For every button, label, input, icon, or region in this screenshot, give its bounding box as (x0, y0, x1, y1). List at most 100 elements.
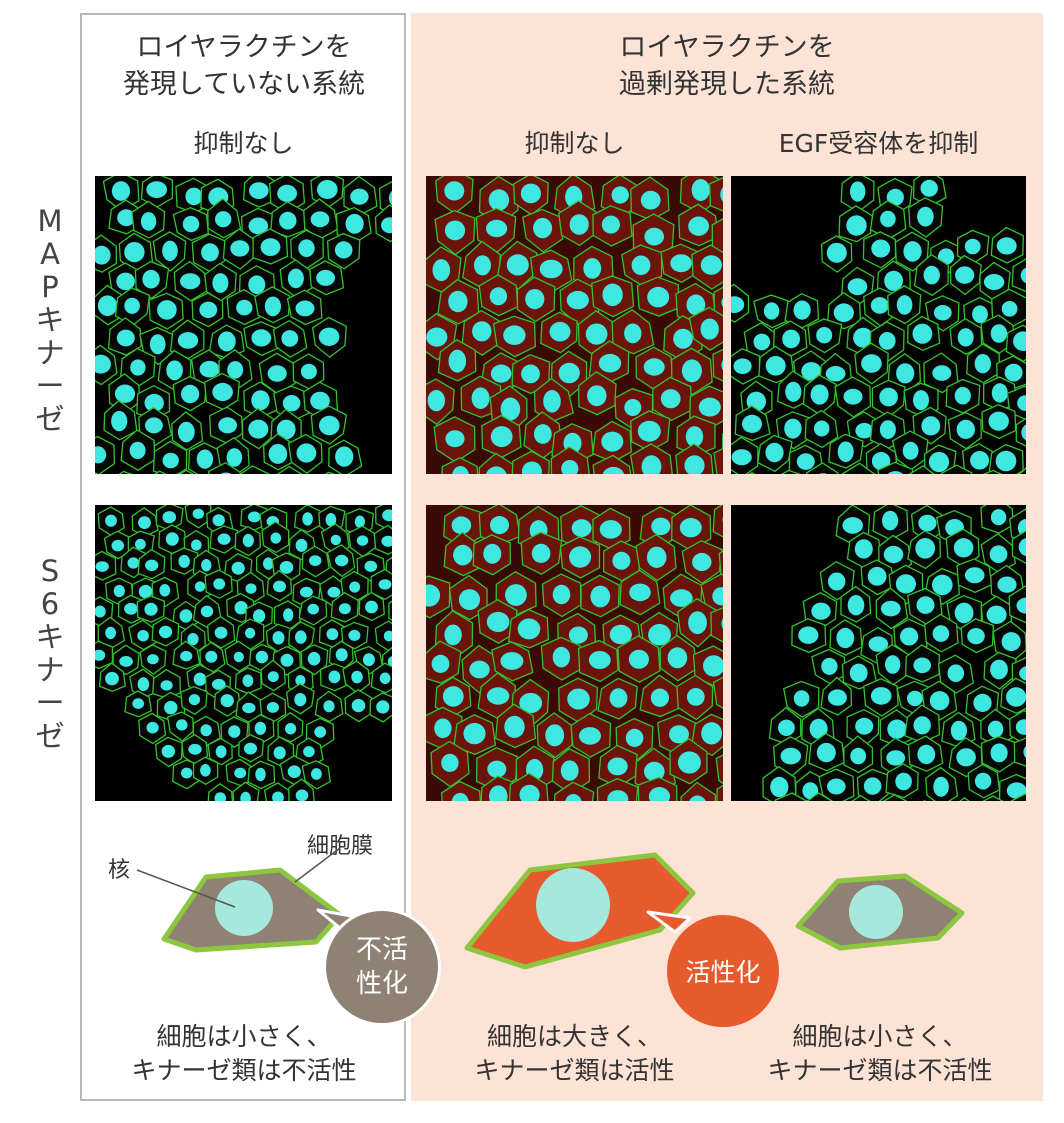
cell-nucleus (95, 561, 109, 572)
cell-nucleus (111, 539, 125, 552)
cell-nucleus (916, 596, 935, 614)
cell-nucleus (302, 512, 313, 526)
cell-nucleus (545, 724, 565, 747)
cell-nucleus (647, 286, 670, 308)
cell-nucleus (986, 605, 1007, 624)
cell-outline (882, 794, 908, 801)
cell-nucleus (953, 538, 974, 558)
cell-nucleus (448, 290, 468, 313)
cell-nucleus (990, 324, 1008, 343)
cell-nucleus (811, 602, 831, 620)
cell-nucleus (912, 323, 933, 344)
cell-nucleus (918, 514, 937, 532)
cell-nucleus (379, 672, 391, 685)
cell-nucleus (146, 181, 167, 198)
cell-nucleus (599, 520, 622, 539)
cell-nucleus (255, 650, 269, 664)
cell-nucleus (345, 213, 364, 234)
cell-nucleus (517, 618, 541, 640)
cell-outline (806, 462, 839, 474)
cell-nucleus (335, 446, 354, 467)
cell-nucleus (855, 422, 874, 439)
row-label-s6-kinase: S 6 キ ナ ー ゼ (35, 554, 65, 753)
cell-nucleus (138, 584, 153, 599)
cell-nucleus (486, 219, 508, 238)
cell-nucleus (212, 678, 226, 690)
cell-nucleus (870, 297, 889, 314)
cell-nucleus (673, 328, 693, 349)
cell-nucleus (205, 650, 218, 663)
caption-right: 細胞は小さく、 キナーゼ類は不活性 (767, 1022, 993, 1085)
cell-nucleus (378, 579, 392, 590)
cell-nucleus (327, 586, 341, 598)
cell-nucleus (427, 389, 445, 412)
cell-nucleus (469, 660, 490, 679)
cell-outline (718, 550, 723, 578)
cell-nucleus (644, 761, 665, 782)
cell-nucleus (330, 534, 341, 546)
cell-outline (713, 447, 723, 474)
cell-nucleus (902, 441, 919, 460)
cell-nucleus (490, 516, 509, 535)
cell-nucleus (533, 217, 553, 239)
cell-nucleus (583, 258, 602, 279)
cell-nucleus (685, 426, 704, 448)
cell-nucleus (879, 420, 896, 439)
cell-nucleus (218, 417, 237, 434)
cell-nucleus (861, 354, 882, 373)
cell-nucleus (180, 273, 201, 290)
cell-nucleus (382, 509, 392, 522)
cell-nucleus (598, 353, 622, 373)
cell-nucleus (753, 333, 771, 351)
cell-nucleus (552, 584, 571, 605)
cell-nucleus (793, 690, 810, 707)
cell-outline (388, 600, 392, 621)
cell-nucleus (249, 182, 269, 199)
cell-nucleus (525, 289, 545, 310)
cell-nucleus (850, 181, 866, 202)
cell-nucleus (913, 657, 931, 674)
cell-nucleus (602, 466, 625, 474)
cell-nucleus (272, 631, 285, 645)
cell-nucleus (915, 538, 936, 559)
caption-left: 細胞は小さく、 キナーゼ類は不活性 (131, 1022, 357, 1085)
cell-nucleus (955, 266, 975, 284)
nucleus-shape (536, 868, 610, 942)
cell-nucleus (247, 511, 261, 523)
cell-nucleus (242, 533, 254, 548)
cell-nucleus (162, 511, 177, 524)
cell-outline (959, 796, 970, 801)
cell-nucleus (490, 364, 512, 383)
cell-nucleus (213, 578, 226, 590)
cell-outline (711, 218, 723, 254)
inactive-cell-diagram-right (795, 873, 965, 951)
cell-nucleus (142, 269, 160, 289)
cell-nucleus (505, 584, 527, 606)
cell-nucleus (318, 327, 340, 346)
cell-nucleus (354, 515, 365, 529)
cell-nucleus (1019, 666, 1026, 681)
cell-outline (1018, 467, 1026, 474)
cell-nucleus (432, 259, 451, 282)
cell-nucleus (181, 384, 200, 404)
cell-nucleus (686, 688, 705, 706)
cell-nucleus (350, 188, 369, 205)
cell-nucleus (700, 318, 719, 340)
cell-nucleus (234, 601, 248, 615)
cell-nucleus (698, 397, 721, 417)
cell-nucleus (311, 768, 322, 780)
cell-nucleus (884, 270, 903, 291)
cell-outline (908, 465, 935, 474)
caption-middle: 細胞は大きく、 キナーゼ類は活性 (474, 1022, 675, 1085)
cell-nucleus (552, 646, 571, 668)
cell-nucleus (667, 647, 688, 669)
micrograph-image (95, 176, 392, 474)
cell-nucleus (903, 241, 922, 262)
cell-outline (715, 754, 723, 785)
cell-nucleus (561, 460, 579, 474)
cell-nucleus (932, 365, 952, 381)
cell-nucleus (137, 677, 150, 692)
cell-nucleus (255, 767, 266, 782)
cell-nucleus (560, 760, 579, 781)
cell-nucleus (871, 239, 891, 258)
